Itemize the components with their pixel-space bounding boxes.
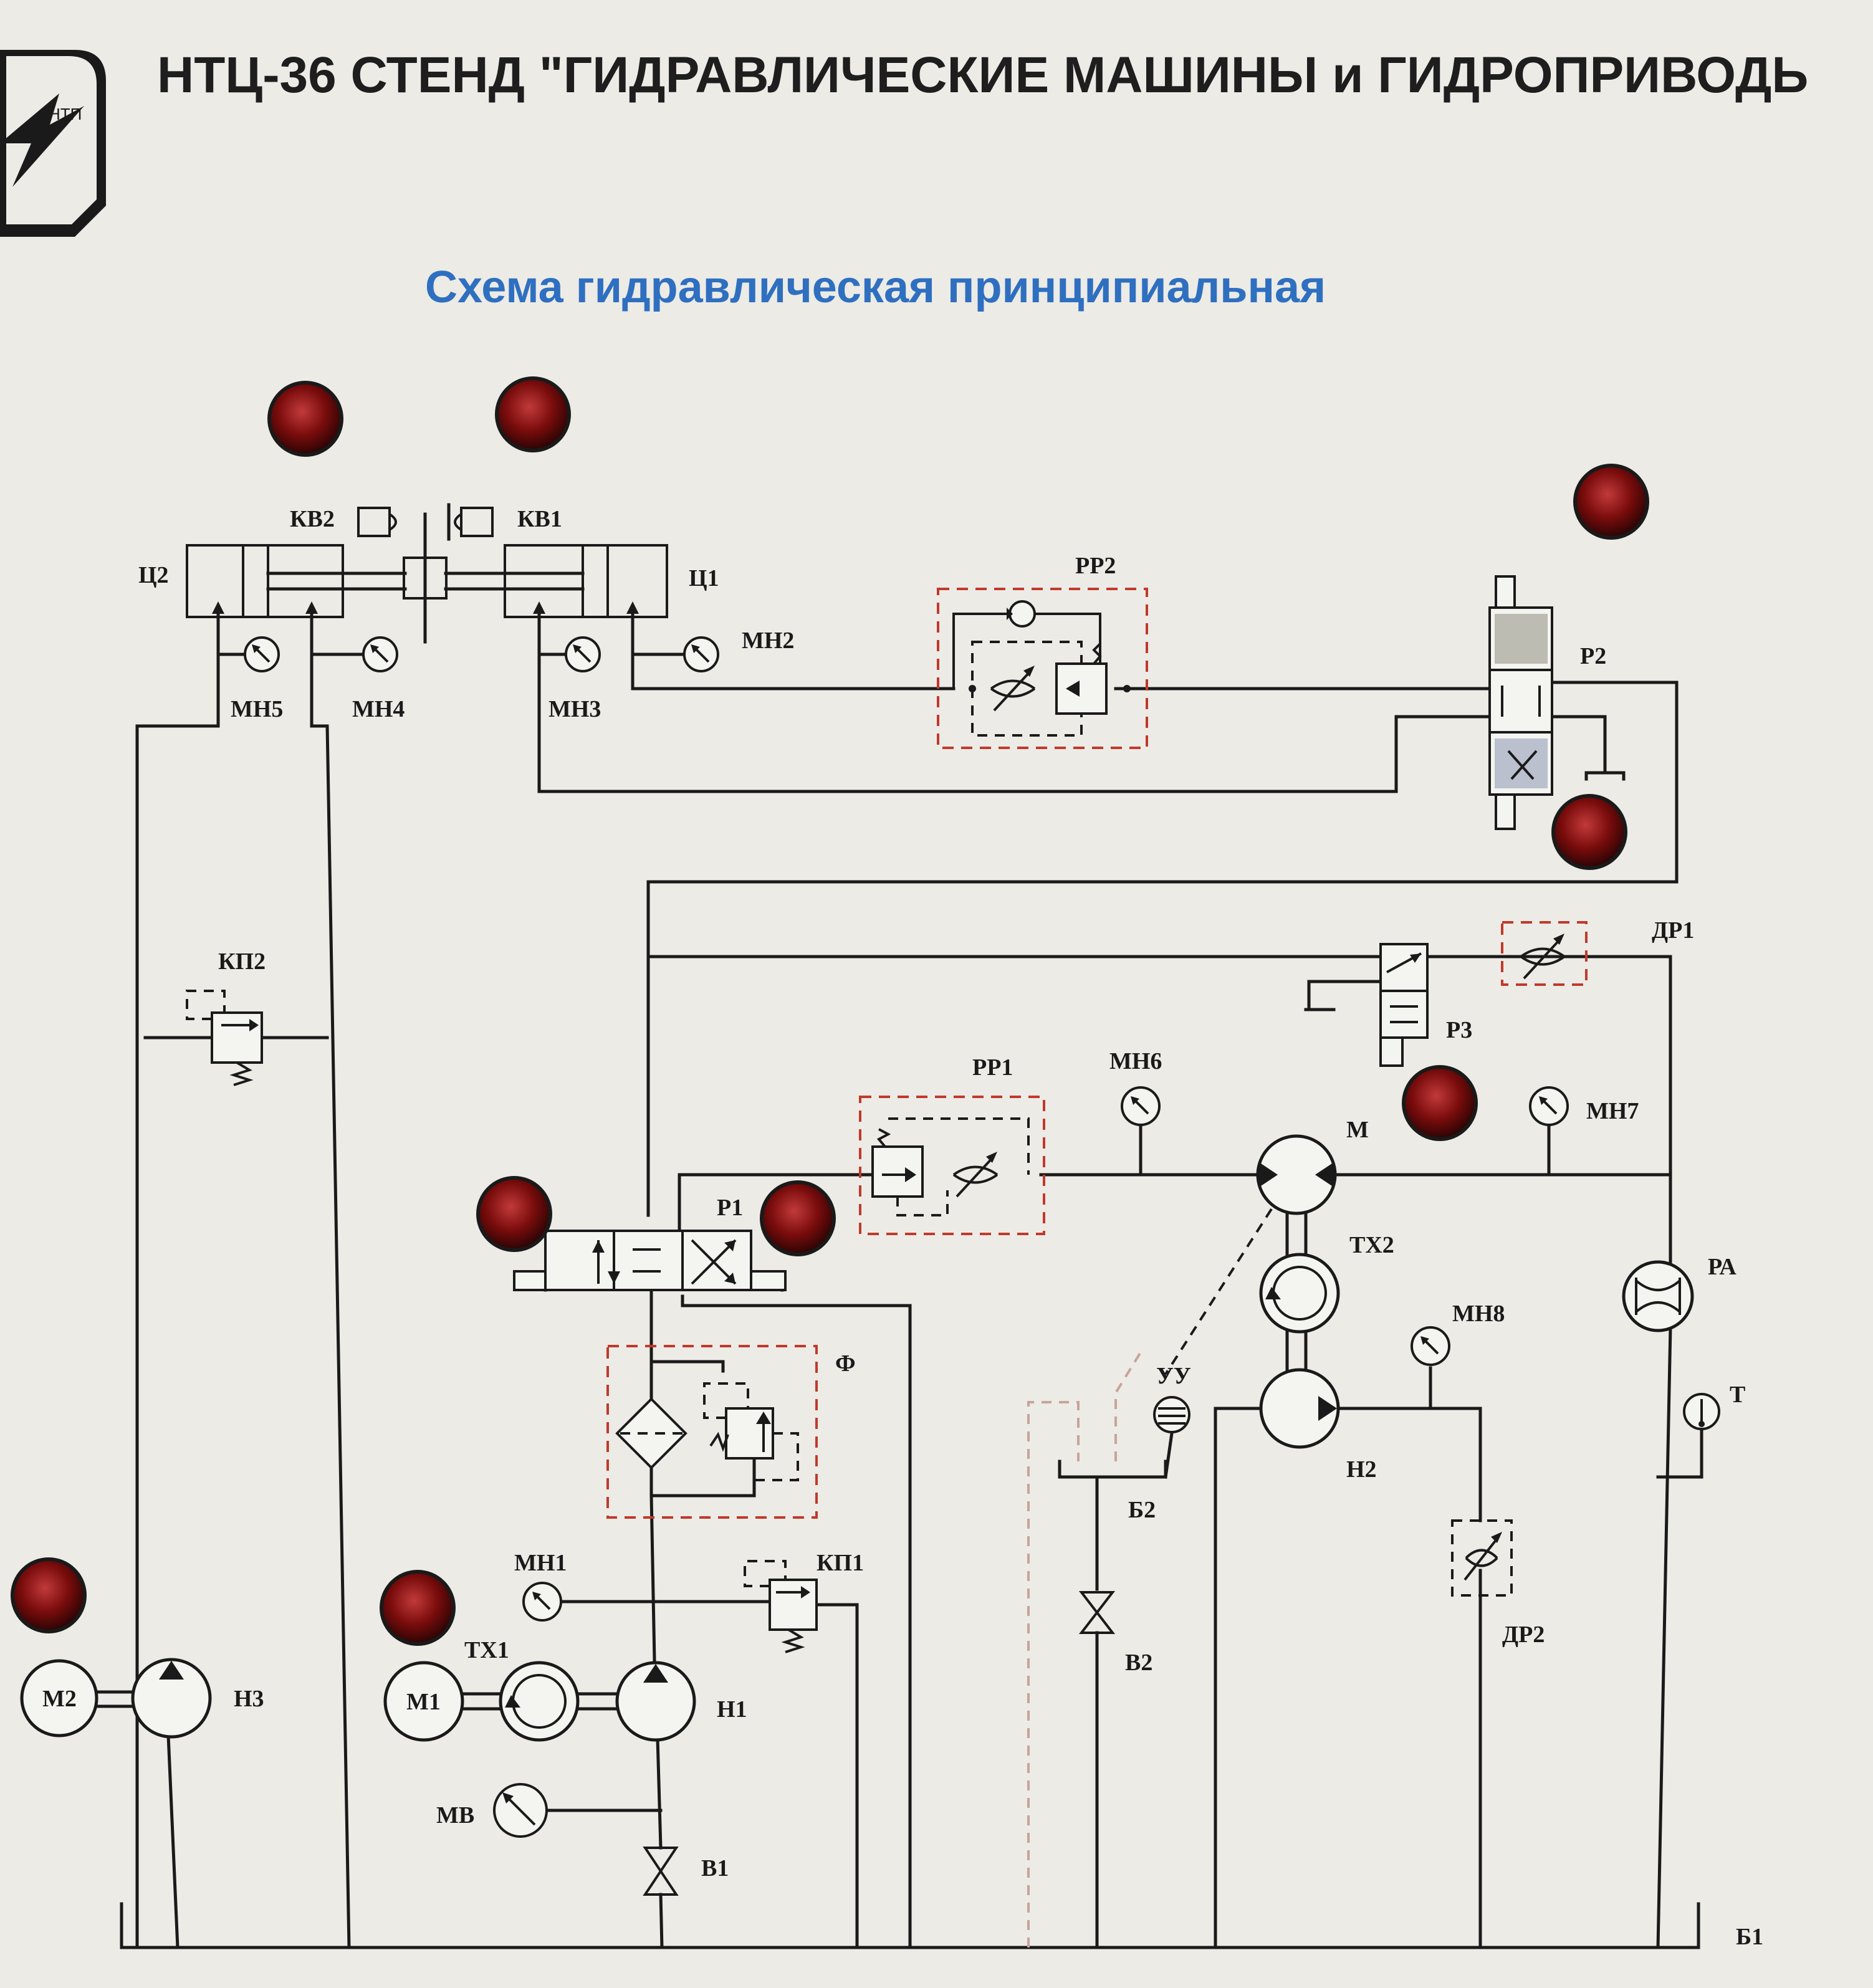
label-kv2: КВ2 (290, 506, 335, 532)
label-b2: Б2 (1128, 1497, 1156, 1523)
gauge-mn8 (1411, 1326, 1450, 1366)
label-h1: Н1 (717, 1696, 747, 1723)
label-p3: Р3 (1446, 1017, 1472, 1043)
pressure-regulator-rr1 (859, 1096, 1045, 1235)
label-tx1: ТХ1 (464, 1637, 509, 1663)
label-m2: М2 (42, 1686, 77, 1712)
label-h3: Н3 (234, 1686, 264, 1712)
indicator-lamps (11, 376, 1649, 1646)
gauge-mb (493, 1783, 548, 1838)
label-b1: Б1 (1736, 1924, 1763, 1950)
label-c2: Ц2 (138, 562, 169, 588)
logo: НТП (0, 50, 106, 237)
label-v1: В1 (701, 1855, 729, 1881)
label-kp2: КП2 (218, 949, 266, 975)
label-p2: Р2 (1580, 643, 1606, 669)
header-title: НТЦ-36 СТЕНД "ГИДРАВЛИЧЕСКИЕ МАШИНЫ и ГИ… (157, 47, 1808, 103)
label-m1: М1 (406, 1689, 441, 1715)
limit-switch-kv2 (357, 507, 397, 537)
label-h2: Н2 (1346, 1456, 1377, 1483)
relief-valve-kp1 (744, 1560, 818, 1653)
lamp (1573, 464, 1649, 540)
valve-v1 (643, 1847, 679, 1896)
cylinder-c2 (186, 544, 407, 618)
label-mn7: МН7 (1586, 1098, 1639, 1124)
label-mn3: МН3 (548, 696, 601, 722)
label-pa: РА (1708, 1254, 1736, 1280)
gauge-mn3 (565, 636, 601, 672)
label-m: М (1346, 1117, 1369, 1143)
label-kp1: КП1 (817, 1550, 864, 1576)
level-indicator-yy (1153, 1396, 1190, 1433)
lamp (11, 1557, 87, 1633)
label-mb: МВ (436, 1802, 474, 1828)
pump-h1 (615, 1661, 696, 1742)
label-tx2: ТХ2 (1349, 1232, 1394, 1258)
component-labels: КВ2 КВ1 Ц2 Ц1 МН5 МН4 МН3 МН2 РР2 Р2 КП2… (42, 506, 1763, 1950)
lamp (760, 1180, 836, 1256)
gauge-mn2 (683, 636, 719, 672)
label-dr2: ДР2 (1502, 1622, 1545, 1648)
gauge-mn1 (522, 1582, 562, 1622)
label-mn6: МН6 (1109, 1048, 1162, 1074)
flow-regulator-rr2 (937, 588, 1148, 749)
lamp (495, 376, 571, 452)
label-mn2: МН2 (742, 628, 794, 654)
pump-h2 (1259, 1368, 1340, 1449)
label-t: Т (1730, 1382, 1745, 1408)
directional-valve-p1 (513, 1230, 787, 1291)
throttle-dr2 (1451, 1519, 1513, 1597)
label-yy: УУ (1156, 1363, 1191, 1389)
cylinder-c1 (444, 544, 668, 618)
label-rr1: РР1 (972, 1054, 1013, 1081)
label-c1: Ц1 (689, 565, 719, 591)
label-rr2: РР2 (1075, 553, 1116, 579)
pipe-lines (120, 609, 1703, 1949)
label-v2: В2 (1125, 1650, 1152, 1676)
motor-m2 (20, 1659, 136, 1737)
lamp (1551, 794, 1627, 870)
limit-switch-kv1 (454, 507, 494, 537)
label-kv1: КВ1 (517, 506, 562, 532)
torque-meter-tx2 (1259, 1253, 1340, 1373)
label-mn4: МН4 (352, 696, 405, 722)
pump-h3 (131, 1658, 212, 1739)
thermometer-t (1683, 1393, 1720, 1430)
label-mn5: МН5 (231, 696, 283, 722)
logo-text: НТП (49, 105, 82, 123)
label-mn1: МН1 (514, 1550, 567, 1576)
lamp (380, 1570, 456, 1646)
filter-f (606, 1345, 818, 1519)
gauge-mn5 (244, 636, 280, 672)
flowmeter-pa (1622, 1260, 1694, 1332)
label-dr1: ДР1 (1652, 917, 1694, 944)
label-mn8: МН8 (1452, 1301, 1505, 1327)
relief-valve-kp2 (186, 990, 263, 1086)
diagram-title: Схема гидравлическая принципиальная (425, 262, 1326, 312)
gauge-mn7 (1529, 1086, 1569, 1126)
hydraulic-motor-m (1164, 1134, 1337, 1375)
torque-meter-tx1 (499, 1661, 619, 1742)
valve-v2 (1078, 1591, 1116, 1634)
throttle-dr1 (1501, 921, 1588, 986)
gauge-mn6 (1121, 1086, 1161, 1126)
lamp (476, 1176, 552, 1252)
label-p1: Р1 (717, 1195, 743, 1221)
label-f: Ф (835, 1350, 856, 1377)
directional-valve-p3 (1379, 943, 1429, 1067)
gauge-mn4 (362, 636, 398, 672)
tank-b2-drain (1114, 1351, 1142, 1461)
lamp (267, 381, 343, 457)
directional-valve-p2 (1488, 575, 1553, 830)
motor-m1 (383, 1661, 504, 1742)
lamp (1402, 1065, 1478, 1141)
